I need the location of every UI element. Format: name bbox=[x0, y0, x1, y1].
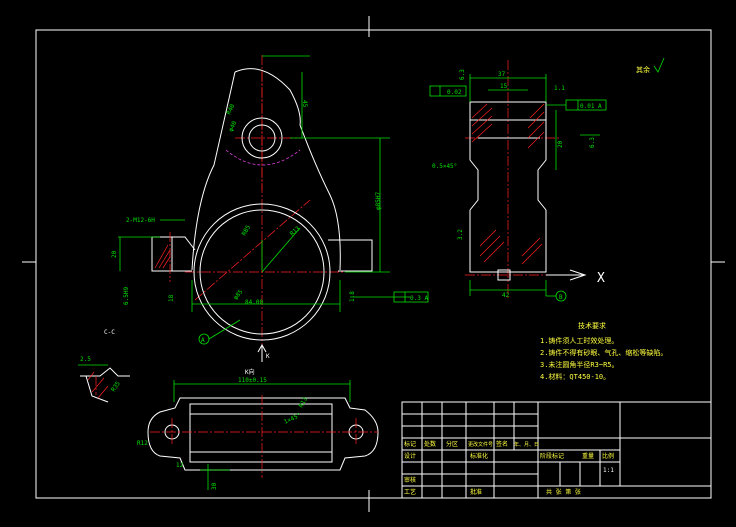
dim-phi20: 20 bbox=[557, 140, 564, 148]
dim-r35: R35 bbox=[110, 380, 122, 393]
dim-1p1: 1.1 bbox=[554, 85, 565, 92]
tb-standard: 标准化 bbox=[470, 452, 488, 460]
dim-chamfer-side: 0.5×45° bbox=[432, 163, 457, 170]
tech-req-title: 技术要求 bbox=[578, 321, 606, 330]
tb-stage: 阶段标记 bbox=[540, 452, 564, 460]
tech-req-item-2: 2.铸件不得有砂眼、气孔、缩松等缺陷。 bbox=[540, 348, 667, 357]
view-k: K向 110±0.15 1×45° R12 R13 30 12 bbox=[137, 368, 379, 490]
tb-header-mark: 标记 bbox=[404, 440, 416, 448]
tb-weight: 重量 bbox=[582, 452, 594, 460]
tolerance-right: 0.01 A bbox=[580, 103, 602, 110]
tb-process: 工艺 bbox=[404, 488, 416, 496]
dim-phi85h: φ85H7 bbox=[375, 192, 382, 210]
tb-approve: 批准 bbox=[470, 488, 482, 496]
tech-req-item-3: 3.未注圆角半径R3~R5。 bbox=[540, 360, 619, 369]
tb-header-sign: 签名 bbox=[496, 440, 508, 448]
dim-r12: R12 bbox=[137, 440, 148, 447]
dim-12: 12 bbox=[176, 462, 184, 469]
dim-42: 42 bbox=[502, 292, 510, 299]
title-block: 标记 处数 分区 更改文件号 签名 年、月、日 设计 标准化 审核 工艺 批准 … bbox=[401, 401, 712, 499]
dim-top-width: 37 bbox=[498, 71, 506, 78]
dim-30: 30 bbox=[211, 482, 218, 490]
tb-review: 审核 bbox=[404, 476, 416, 484]
dim-r13: R13 bbox=[289, 225, 302, 238]
tech-req-item-1: 1.铸件须人工时效处理。 bbox=[540, 336, 618, 345]
section-label: C-C bbox=[104, 329, 115, 336]
dim-6p5: 6.5H9 bbox=[123, 287, 130, 305]
dim-18: 18 bbox=[168, 294, 175, 302]
tech-req-item-4: 4.材料：QT450-10。 bbox=[540, 372, 610, 381]
technical-requirements: 技术要求 1.铸件须人工时效处理。 2.铸件不得有砂眼、气孔、缩松等缺陷。 3.… bbox=[540, 321, 667, 381]
tb-sheets: 共 张 第 张 bbox=[546, 488, 581, 496]
view-k-arrow: K bbox=[266, 353, 270, 360]
tolerance-top: 0.02 bbox=[447, 89, 462, 96]
tb-header-docno: 更改文件号 bbox=[468, 441, 493, 448]
side-section-view: 37 15 6.3 0.02 0.01 A 1.1 0.5×45° 3.2 42… bbox=[429, 60, 607, 302]
view-k-label: K向 bbox=[245, 368, 255, 376]
tb-header-count: 处数 bbox=[424, 440, 436, 448]
dim-top-inner: 15 bbox=[500, 83, 508, 90]
tb-design: 设计 bbox=[404, 452, 416, 460]
dim-6p3-right: 6.3 bbox=[589, 137, 596, 148]
surface-finish-note: 其余 bbox=[636, 65, 650, 74]
dim-r13b: R13 bbox=[298, 396, 310, 409]
front-view: 45 R40 φ40 2-M12-6H 20 R85 R13 φ85H7 6.5… bbox=[111, 55, 428, 362]
datum-b: B bbox=[559, 294, 563, 301]
dim-1p8: 1.8 bbox=[349, 291, 356, 302]
dim-3p2: 3.2 bbox=[457, 229, 464, 240]
tolerance-box: 0.3 A bbox=[410, 295, 428, 302]
section-c-c: C-C 2.5 R35 bbox=[78, 329, 130, 403]
dim-84: 84.00 bbox=[245, 299, 263, 306]
dim-phi85: φ85 bbox=[232, 288, 245, 301]
tb-header-date: 年、月、日 bbox=[514, 441, 539, 448]
tb-header-zone: 分区 bbox=[446, 440, 458, 448]
dim-r85: R85 bbox=[241, 224, 253, 237]
dim-20: 20 bbox=[111, 250, 118, 258]
tb-scale-label: 比例 bbox=[602, 452, 614, 460]
dim-thread: 2-M12-6H bbox=[126, 217, 155, 224]
view-x-label: X bbox=[597, 271, 605, 286]
dim-6p3: 6.3 bbox=[459, 69, 466, 80]
dim-phi40: φ40 bbox=[227, 120, 238, 133]
dim-110: 110±0.15 bbox=[238, 377, 267, 384]
drawing-frame bbox=[22, 16, 725, 512]
datum-a: A bbox=[201, 337, 205, 344]
dim-2p5: 2.5 bbox=[80, 356, 91, 363]
dim-r40: R40 bbox=[225, 103, 236, 116]
tb-scale: 1:1 bbox=[603, 467, 614, 474]
dim-45: 45 bbox=[301, 100, 308, 108]
